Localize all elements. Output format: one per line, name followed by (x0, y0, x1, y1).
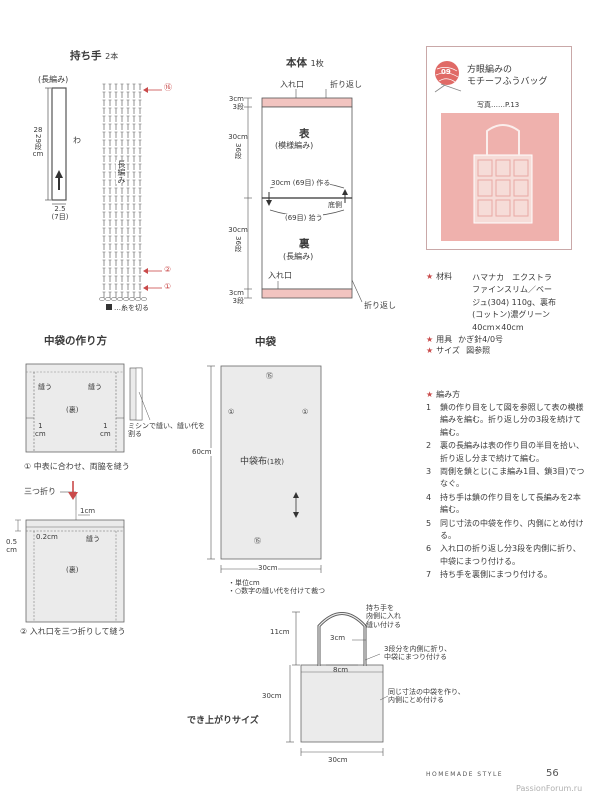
lining-margin-bottom: ⑮ (254, 537, 261, 545)
body-front-stitch: (模様編み) (275, 141, 314, 150)
bag-photo-drawing (473, 124, 533, 224)
lining-margin-right: ① (302, 408, 309, 416)
materials-row: ★ 材料 ハマナカ エクストラ ファインスリム／ベー ジュ(304) 110g、… (426, 272, 586, 334)
lining-howto-title: 中袋の作り方 (44, 335, 107, 347)
finished-fold-note: 3段分を内側に折り、 中袋にまつり付ける (384, 645, 452, 662)
handle-marker-2: ② (164, 265, 172, 274)
page-number: 56 (546, 768, 559, 779)
handle-wa-label: わ (73, 136, 81, 145)
lining-height-dim: 60cm (192, 448, 212, 457)
size-row: ★ サイズ 図参照 (426, 345, 491, 355)
lining-sew-left: 縫う (38, 383, 52, 391)
finished-dim-8cm: 8cm (333, 666, 349, 674)
lining-cm-right: 1 cm (100, 422, 111, 439)
finished-title: でき上がりサイズ (187, 716, 259, 726)
handle-marker-top: ⑯ (164, 83, 172, 92)
lining-dim-05: 0.5 cm (6, 538, 18, 555)
lining-notes: ・単位cm ・○数字の縫い代を付けて裁つ (228, 579, 326, 596)
info-photo-ref: 写真……P.13 (477, 101, 520, 109)
body-pick-row: (69目) 拾う (285, 214, 323, 223)
lining-fabric-label: 中袋布(1枚) (240, 457, 284, 467)
lining-sew-right: 縫う (88, 383, 102, 391)
handle-height-dim: 28 29段 cm (32, 126, 44, 159)
watermark: PassionForum.ru (516, 784, 583, 793)
body-dim-30cm-bottom: 30cm 36段 (228, 226, 248, 253)
finished-dim-3cm: 3cm (330, 634, 346, 642)
star-icon: ★ (426, 334, 434, 344)
handle-width-dim: 2.5 (7目) (51, 205, 69, 222)
lining-step1-diagram (25, 363, 151, 453)
lining-margin-left: ① (228, 408, 235, 416)
lining-cm-left: 1 cm (35, 422, 46, 439)
materials-lines: ハマナカ エクストラ ファインスリム／ベー ジュ(304) 110g、裏布 (コ… (472, 273, 557, 332)
star-icon: ★ (426, 390, 434, 399)
instructions-heading: ★編み方 (426, 390, 461, 399)
bag-photo (441, 113, 559, 241)
handle-marker-arrows (143, 87, 162, 291)
finished-handle-note: 持ち手を 内側に入れ 縫い付ける (366, 604, 401, 629)
finished-dim-11cm: 11cm (270, 628, 290, 636)
handle-marker-1: ① (164, 282, 172, 291)
lining-dim-1cm: 1cm (80, 507, 96, 515)
body-fold-bottom: 折り返し (364, 301, 396, 310)
handle-stitch-label: (長編み) (38, 75, 69, 84)
lining-tri-fold-label: 三つ折り (24, 487, 56, 496)
info-circle-number: 09 (441, 68, 451, 76)
project-info-box: 09 方眼編みの モチーフふうバッグ 写真……P.13 (426, 46, 572, 250)
lining-sew-3: 縫う (86, 535, 100, 543)
lining-step2-diagram (15, 481, 125, 623)
handle-chart-label: 長編み (116, 160, 126, 184)
lining-ura-2: (裏) (66, 566, 79, 574)
yarn-ball-icon (434, 61, 462, 93)
body-dim-3cm-top: 3cm 3段 (228, 95, 244, 112)
materials-block: ★ 材料 ハマナカ エクストラ ファインスリム／ベー ジュ(304) 110g、… (426, 272, 586, 356)
lining-ura-1: (裏) (66, 406, 79, 414)
tools-row: ★ 用具 かぎ針4/0号 (426, 334, 504, 344)
body-front-label: 表 (299, 128, 310, 140)
star-icon: ★ (426, 345, 434, 355)
handle-cut-note: …糸を切る (106, 304, 149, 312)
finished-dim-30h: 30cm (262, 692, 282, 700)
body-opening-bottom: 入れ口 (268, 271, 292, 280)
lining-margin-top: ⑮ (266, 372, 273, 380)
footer-brand: HOMEMADE STYLE (426, 771, 504, 778)
finished-dim-30w: 30cm (328, 756, 348, 764)
body-bottom-side: 底側 (328, 201, 342, 209)
star-icon: ★ (426, 272, 434, 281)
info-title: 方眼編みの モチーフふうバッグ (467, 65, 548, 87)
finished-lining-note: 同じ寸法の中袋を作り、 内側にとめ付ける (388, 688, 465, 705)
body-back-stitch: (長編み) (283, 252, 314, 261)
lining-dim-02cm: 0.2cm (36, 533, 58, 541)
body-dim-3cm-bottom: 3cm 3段 (228, 289, 244, 306)
handle-strip-diagram (45, 87, 67, 205)
body-back-label: 裏 (299, 238, 310, 250)
body-dim-30cm-top: 30cm 36段 (228, 133, 248, 160)
lining-step2-caption: ② 入れ口を三つ折りして縫う (20, 627, 126, 636)
lining-title: 中袋 (255, 336, 276, 348)
lining-fabric-diagram (207, 365, 322, 573)
body-opening-top: 入れ口 (280, 80, 304, 89)
lining-width-dim: 30cm (258, 564, 278, 573)
body-fold-top: 折り返し (330, 80, 362, 89)
lining-step1-caption: ① 中表に合わせ、両脇を縫う (24, 462, 130, 471)
body-make-row: 30cm (69目) 作る (271, 179, 331, 188)
handle-title: 持ち手 2本 (70, 50, 119, 62)
finished-bag-diagram (286, 611, 389, 756)
lining-machine-note: ミシンで縫い、縫い代を割る (128, 422, 205, 439)
body-title: 本体 1枚 (286, 57, 324, 69)
